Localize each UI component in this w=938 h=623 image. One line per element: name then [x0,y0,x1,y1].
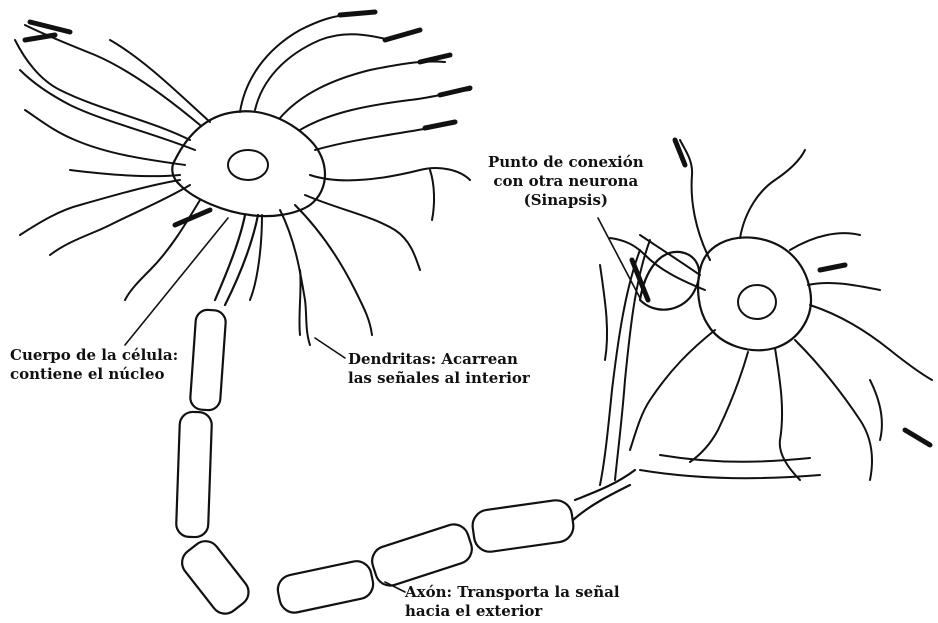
cell-body-label: Cuerpo de la célula: contiene el núcleo [10,346,178,384]
dendrites-label: Dendritas: Acarrean las señales al inter… [348,350,530,388]
cell-body-label-line1: Cuerpo de la célula: [10,346,178,365]
dendrites-right [600,140,932,485]
dendrites-label-line2: las señales al interior [348,369,530,388]
axon [176,215,635,619]
neuron-right [600,140,932,485]
dendrites-label-line1: Dendritas: Acarrean [348,350,530,369]
synapse-label: Punto de conexión con otra neurona (Sina… [488,153,644,210]
synapse-label-line2: con otra neurona [488,172,644,191]
synapse-label-line3: (Sinapsis) [488,191,644,210]
nucleus-left [228,150,268,180]
axon-label: Axón: Transporta la señal hacia el exter… [405,583,620,621]
leader-synapse [598,218,640,298]
nucleus-right [738,285,776,319]
synapse-label-line1: Punto de conexión [488,153,644,172]
axon-label-line1: Axón: Transporta la señal [405,583,620,602]
axon-label-line2: hacia el exterior [405,602,620,621]
soma-right [698,237,811,350]
neuron-left [15,12,470,345]
dendrite-tips-left [25,12,470,225]
soma-left [172,111,325,216]
leader-dendrites [315,338,345,358]
axon-terminal-2 [575,470,635,500]
cell-body-label-line2: contiene el núcleo [10,365,178,384]
